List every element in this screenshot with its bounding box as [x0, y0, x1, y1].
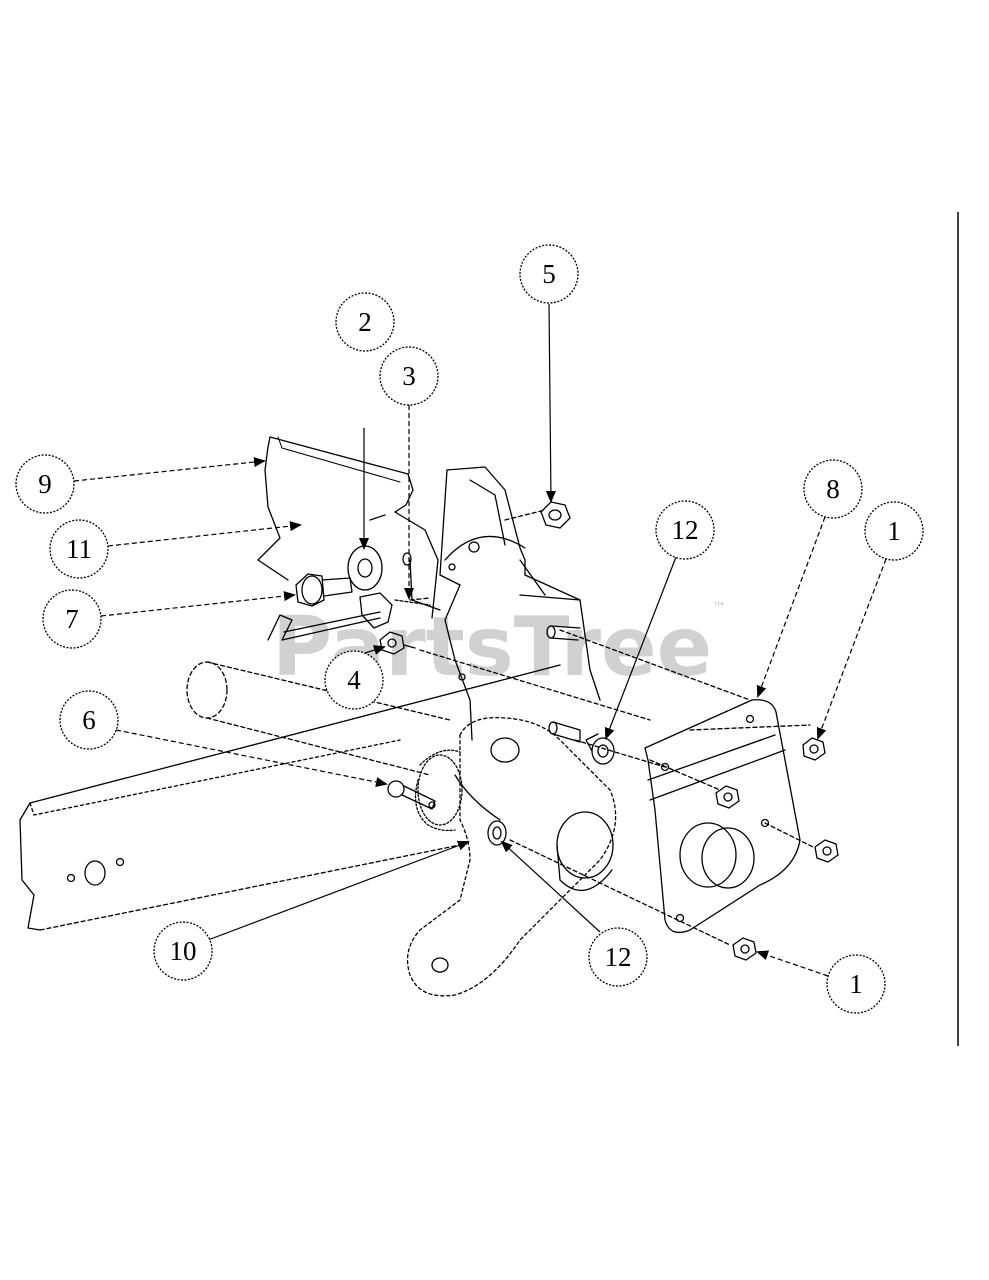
pin-upper [546, 625, 581, 641]
roller-tube [186, 661, 451, 776]
hairpin-4 [267, 611, 381, 641]
callout-12-lower-label: 12 [605, 942, 632, 972]
callout-6-label: 6 [82, 705, 96, 735]
callout-10-leader [207, 840, 470, 941]
watermark-trademark: ™ [712, 600, 726, 616]
callout-3[interactable]: 3 [379, 346, 439, 600]
upper-bracket [257, 436, 441, 619]
callout-12-lower[interactable]: 12 [500, 840, 648, 987]
callout-7[interactable]: 7 [42, 589, 296, 649]
washer-2 [347, 545, 383, 591]
callout-1-lower[interactable]: 1 [756, 950, 886, 1014]
parts-linework [19, 436, 839, 997]
callout-4-leader [364, 645, 386, 655]
callout-6-circle [59, 690, 119, 750]
callout-11-label: 11 [66, 534, 92, 564]
callout-9[interactable]: 9 [15, 454, 266, 514]
gear-sector [414, 749, 463, 832]
callout-8-circle [803, 459, 863, 519]
deck-frame [19, 664, 561, 931]
hub-boss [556, 811, 614, 892]
pin-lower [548, 721, 581, 743]
callout-3-label: 3 [402, 361, 416, 391]
callout-1-upper[interactable]: 1 [816, 501, 924, 740]
nut-c [814, 839, 839, 863]
center-plate [439, 466, 601, 741]
callout-11[interactable]: 11 [49, 519, 302, 579]
callout-12-upper-circle [655, 500, 715, 560]
callout-6[interactable]: 6 [59, 690, 388, 787]
nut-b [715, 785, 740, 809]
callout-9-circle [15, 454, 75, 514]
callout-2-circle [335, 292, 395, 352]
pivot-arm [406, 716, 617, 997]
callout-8-label: 8 [826, 474, 840, 504]
callout-7-label: 7 [65, 604, 79, 634]
callout-1-upper-circle [864, 501, 924, 561]
callout-8[interactable]: 8 [756, 459, 863, 698]
callout-12-lower-circle [588, 927, 648, 987]
callout-2-label: 2 [358, 307, 372, 337]
callout-2[interactable]: 2 [335, 292, 395, 550]
callout-1-upper-label: 1 [887, 516, 901, 546]
side-plate [644, 699, 801, 934]
nut-d [732, 937, 757, 961]
callout-10-circle [153, 921, 213, 981]
callout-1-lower-leader [756, 950, 829, 977]
bolt-6 [387, 780, 436, 810]
callout-3-circle [379, 346, 439, 406]
callout-5[interactable]: 5 [519, 244, 579, 503]
bolt-7 [295, 573, 353, 607]
callout-11-leader [107, 521, 302, 547]
bushing-upper [585, 733, 615, 765]
callout-10-label: 10 [170, 936, 197, 966]
callout-4-circle [324, 650, 384, 710]
nut-a [802, 737, 826, 761]
callout-10[interactable]: 10 [153, 840, 470, 981]
callout-1-lower-label: 1 [849, 969, 863, 999]
assembly-lines [409, 509, 816, 946]
callout-7-leader [100, 591, 296, 617]
callout-12-upper-label: 12 [672, 515, 699, 545]
bushing-lower [487, 820, 507, 846]
callout-11-circle [49, 519, 109, 579]
callout-6-leader [115, 729, 388, 787]
callout-4[interactable]: 4 [324, 645, 386, 710]
clip-3 [359, 592, 431, 629]
callout-12-upper[interactable]: 12 [604, 500, 715, 740]
callout-12-lower-leader [500, 840, 601, 933]
callout-7-circle [42, 589, 102, 649]
callout-9-label: 9 [38, 469, 52, 499]
callout-8-leader [756, 516, 826, 698]
nut-5 [540, 501, 571, 529]
callout-4-label: 4 [347, 665, 361, 695]
callout-9-leader [73, 457, 266, 482]
callout-1-lower-circle [826, 954, 886, 1014]
callout-5-label: 5 [542, 259, 556, 289]
callout-5-circle [519, 244, 579, 304]
callout-12-upper-leader [604, 556, 677, 740]
callout-1-upper-leader [816, 558, 887, 740]
callout-5-leader [545, 303, 556, 503]
